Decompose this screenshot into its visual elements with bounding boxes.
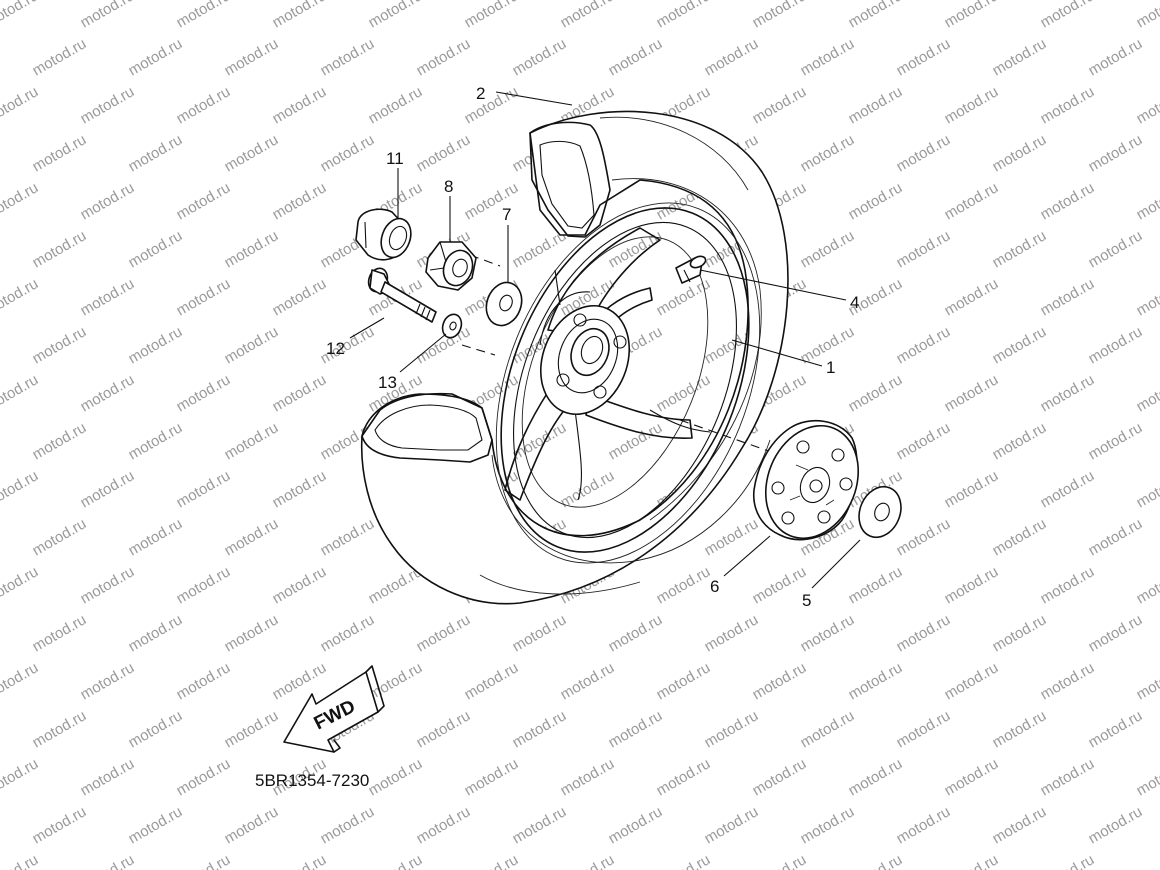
- hub-washer: [858, 485, 902, 539]
- callout-5: 5: [802, 591, 811, 610]
- callout-6: 6: [710, 577, 719, 596]
- rim: [495, 202, 761, 564]
- drawing-code: 5BR1354-7230: [255, 771, 369, 790]
- valve-stem: [675, 255, 707, 284]
- clutch-hub: [753, 420, 860, 541]
- callout-labels: 2 11 8 7 4 1 12 13 6 5: [326, 84, 859, 610]
- callout-8: 8: [444, 177, 453, 196]
- callout-4: 4: [850, 293, 859, 312]
- callout-13: 13: [378, 373, 397, 392]
- fwd-arrow: FWD: [283, 665, 385, 753]
- leader-lines: [349, 91, 861, 589]
- callout-11: 11: [386, 149, 404, 168]
- callout-7: 7: [502, 205, 511, 224]
- bush-cap: [355, 208, 412, 261]
- callout-1: 1: [826, 358, 835, 377]
- small-washer: [441, 313, 463, 339]
- callout-12: 12: [326, 339, 345, 358]
- axle-nut: [425, 241, 477, 291]
- washer: [485, 281, 523, 327]
- axle-bolt: [367, 267, 437, 323]
- callout-2: 2: [476, 84, 485, 103]
